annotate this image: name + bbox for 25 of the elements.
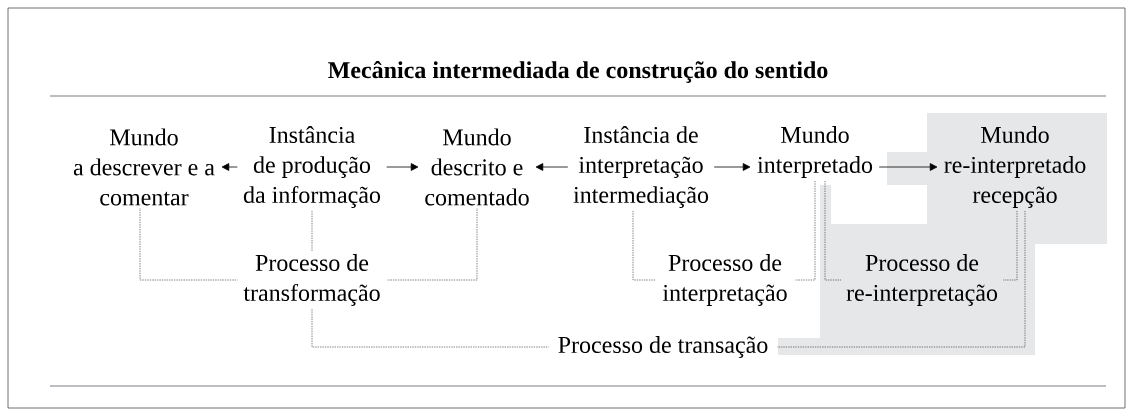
stage-label: Mundo a descrever e a comentar (73, 128, 215, 206)
title: Mecânica intermediada de construção do sentido (328, 61, 828, 83)
arrow (878, 163, 938, 171)
stage-label: Mundo interpretado (757, 126, 873, 178)
dotted-connector (139, 208, 238, 281)
process-label: Processo de interpretação (662, 254, 787, 306)
arrow (535, 163, 569, 171)
arrow (386, 163, 419, 171)
arrow (221, 163, 238, 171)
dotted-connector (1002, 210, 1018, 281)
dotted-connector (386, 208, 478, 281)
process-label: Processo de re-interpretação (846, 254, 998, 306)
stage-label: Instância de produção da informação (243, 126, 381, 208)
dotted-connector (311, 308, 549, 348)
dotted-connector (777, 210, 1026, 348)
dotted-connector (794, 180, 816, 281)
process-label: Processo de transação (558, 336, 768, 358)
arrow (713, 163, 751, 171)
dotted-connector (632, 210, 656, 281)
stage-label: Mundo descrito e comentado (425, 128, 529, 206)
stage-label: Instância de interpretação intermediação (573, 126, 709, 208)
process-label: Processo de transformação (243, 254, 380, 306)
dotted-connector (311, 210, 313, 252)
dotted-connector (824, 180, 842, 281)
stage-label: Mundo re-interpretado recepção (944, 126, 1086, 208)
